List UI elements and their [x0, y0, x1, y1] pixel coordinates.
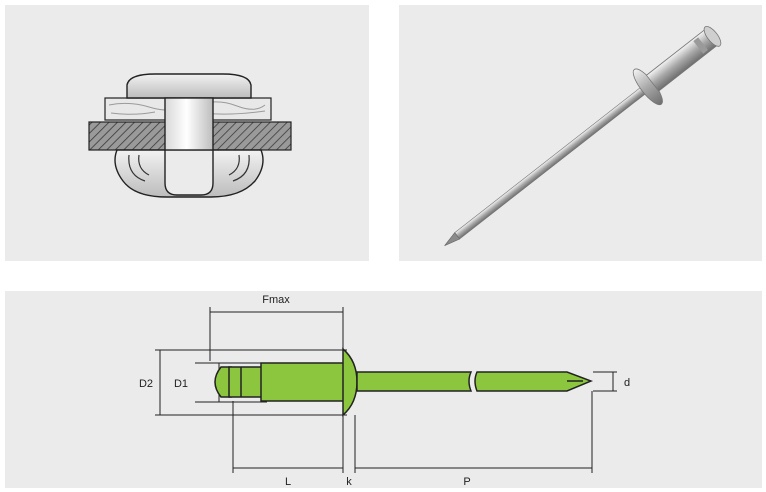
rivet-body-drawing [260, 362, 346, 402]
rivet-dimension-drawing-panel: Fmax D2 D1 [5, 291, 762, 488]
rivet-groove [693, 37, 708, 54]
rivet-head [126, 73, 252, 99]
fmax-label: Fmax [262, 294, 290, 306]
fmax-dimension [209, 307, 344, 361]
mandrel-tip [444, 232, 461, 246]
mandrel-stem [454, 78, 658, 240]
rivet-body [645, 29, 718, 92]
k-p-dimension [354, 391, 593, 473]
rivet-head-drawing [342, 347, 358, 417]
d1-label: D1 [174, 378, 188, 390]
rivet-tail-end [228, 366, 266, 398]
rivet-flared-tail [114, 149, 264, 198]
d2-label: D2 [139, 378, 153, 390]
p-label: P [463, 476, 470, 488]
cross-section-illustration [88, 73, 292, 198]
l-label: L [285, 476, 291, 488]
mandrel-head [703, 26, 722, 47]
rivet-drawing [214, 347, 594, 417]
rivet-render-panel [399, 5, 762, 261]
mandrel-stem-drawing-2 [474, 371, 594, 392]
mandrel-stem-drawing [356, 371, 473, 392]
tail-curl-lines [128, 154, 250, 182]
rivet-render-illustration [444, 26, 722, 246]
d-dimension [593, 371, 617, 392]
d-label: d [624, 377, 630, 389]
installed-rivet-cross-section-panel [5, 5, 369, 261]
rivet-shank [164, 97, 214, 151]
d2-dimension [155, 349, 347, 416]
dimension-drawing: Fmax D2 D1 [139, 294, 630, 488]
l-dimension [232, 401, 344, 473]
k-label: k [346, 476, 352, 488]
